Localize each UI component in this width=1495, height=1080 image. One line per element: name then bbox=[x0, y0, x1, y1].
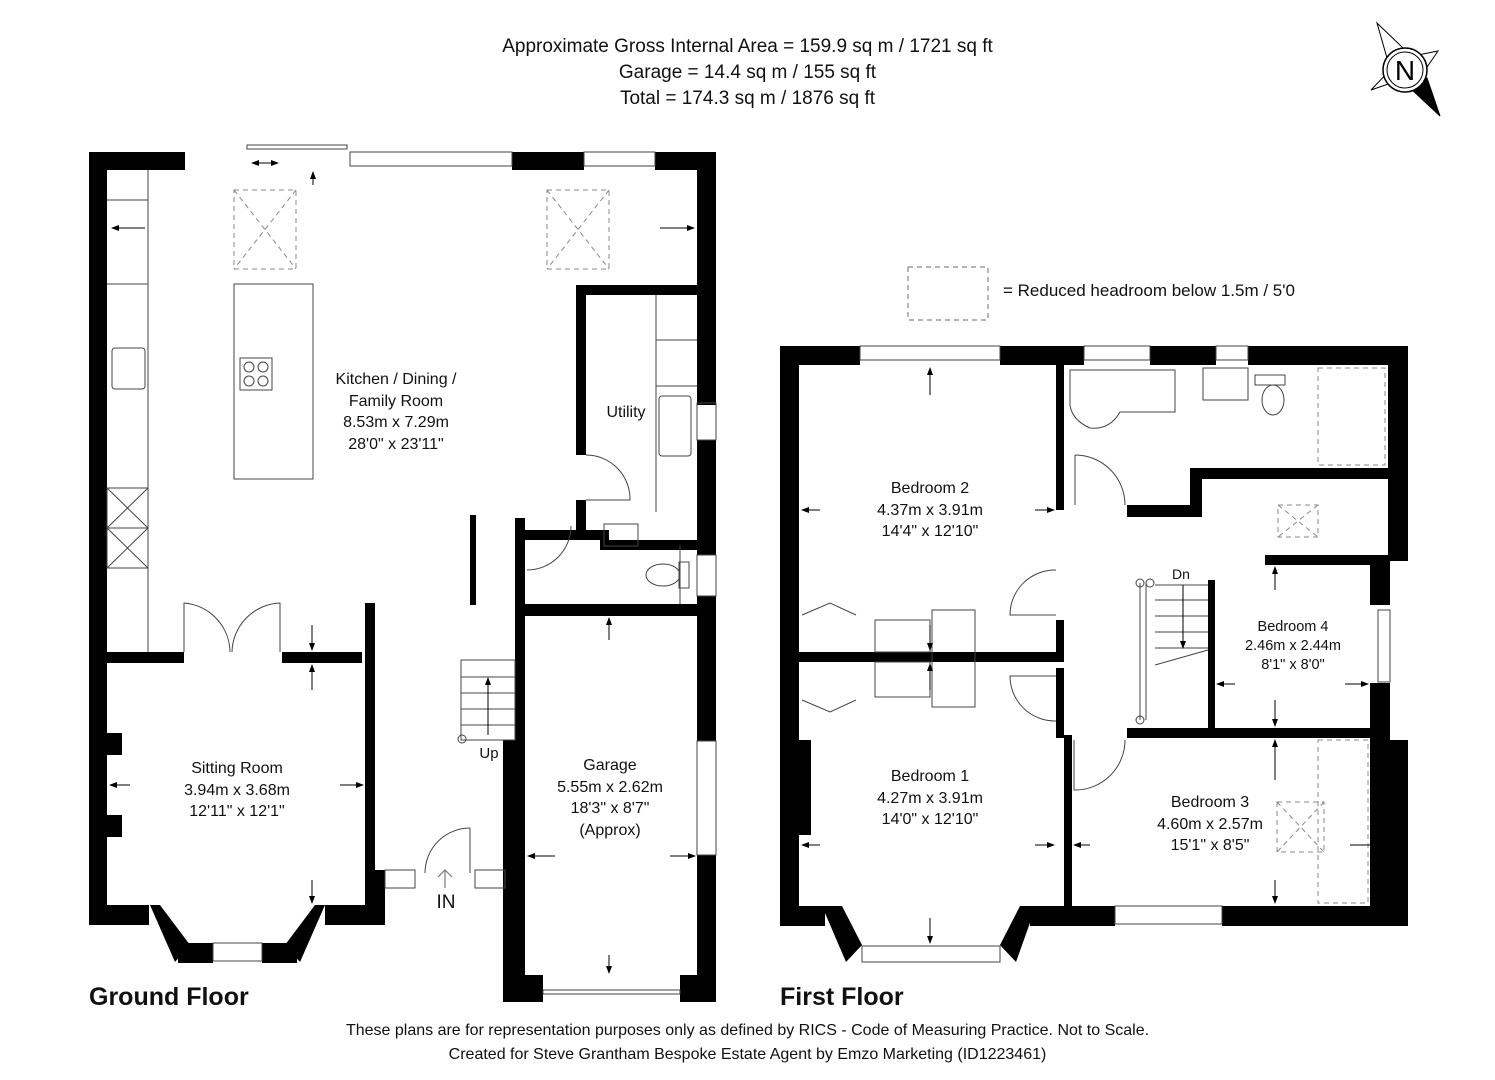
stairs-up-label: Up bbox=[479, 745, 499, 762]
ground-floor-walls bbox=[89, 152, 716, 1002]
garage-area: Garage = 14.4 sq m / 155 sq ft bbox=[618, 62, 877, 83]
legend-reduced-headroom: = Reduced headroom below 1.5m / 5'0 bbox=[1003, 281, 1295, 300]
stairs-down-label: Dn bbox=[1172, 566, 1190, 582]
room-kitchen-dining-family: Kitchen / Dining / Family Room 8.53m x 7… bbox=[335, 371, 457, 453]
room-bedroom-3: Bedroom 3 4.60m x 2.57m 15'1" x 8'5" bbox=[1157, 794, 1263, 854]
area-summary: Approximate Gross Internal Area = 159.9 … bbox=[0, 34, 1495, 112]
room-utility: Utility bbox=[606, 404, 646, 421]
room-bedroom-4: Bedroom 4 2.46m x 2.44m 8'1" x 8'0" bbox=[1245, 619, 1341, 673]
ground-floor-fixtures bbox=[106, 144, 717, 995]
room-bedroom-1: Bedroom 1 4.27m x 3.91m 14'0" x 12'10" bbox=[877, 768, 983, 828]
gross-internal-area: Approximate Gross Internal Area = 159.9 … bbox=[502, 36, 993, 57]
room-bedroom-2: Bedroom 2 4.37m x 3.91m 14'4" x 12'10" bbox=[877, 480, 983, 540]
ground-floor-title: Ground Floor bbox=[89, 983, 249, 1011]
north-compass-icon: N bbox=[1365, 18, 1445, 123]
credit: Created for Steve Grantham Bespoke Estat… bbox=[448, 1046, 1047, 1063]
room-sitting-room: Sitting Room 3.94m x 3.68m 12'11" x 12'1… bbox=[184, 760, 290, 820]
entrance-label: IN bbox=[436, 892, 456, 913]
disclaimer: These plans are for representation purpo… bbox=[345, 1022, 1150, 1039]
first-floor-title: First Floor bbox=[780, 983, 904, 1011]
total-area: Total = 174.3 sq m / 1876 sq ft bbox=[619, 88, 876, 109]
legend-symbol bbox=[907, 266, 989, 321]
svg-text:N: N bbox=[1395, 55, 1415, 86]
room-garage: Garage 5.55m x 2.62m 18'3" x 8'7" (Appro… bbox=[557, 757, 663, 839]
footer: These plans are for representation purpo… bbox=[0, 1019, 1495, 1067]
entrance-arrow-icon bbox=[437, 869, 453, 888]
